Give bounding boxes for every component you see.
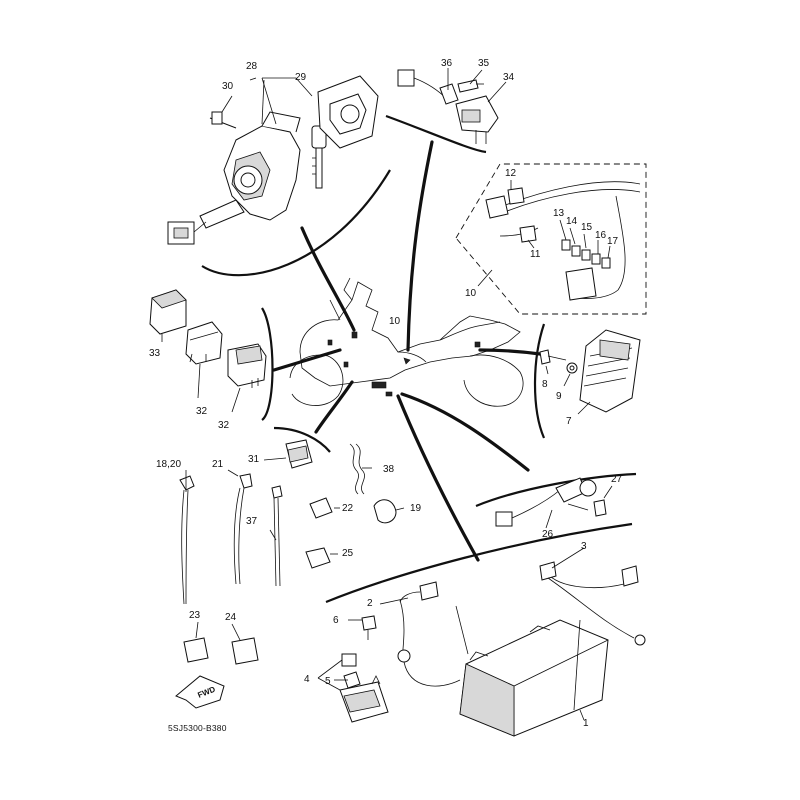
- callout-17: 17: [607, 236, 619, 247]
- fwd-arrow-icon: FWD: [175, 675, 225, 709]
- group-frames: [201, 114, 647, 604]
- callout-5: 5: [325, 676, 331, 687]
- callout-15: 15: [581, 222, 593, 233]
- callout-23: 23: [189, 610, 201, 621]
- callout-28: 28: [246, 61, 258, 72]
- callout-18-20: 18,20: [156, 459, 181, 470]
- callout-10-bike: 10: [389, 316, 401, 327]
- callout-11: 11: [530, 249, 541, 260]
- callout-34: 34: [503, 72, 515, 83]
- callout-32-lower: 32: [218, 420, 230, 431]
- callout-4: 4: [304, 674, 310, 685]
- relay-group-left: [149, 289, 267, 413]
- callout-8: 8: [542, 379, 548, 390]
- callout-14: 14: [566, 216, 578, 227]
- callout-25: 25: [342, 548, 354, 559]
- callout-16: 16: [595, 230, 607, 241]
- callout-38: 38: [383, 464, 395, 475]
- callout-13: 13: [553, 208, 565, 219]
- callout-24: 24: [225, 612, 237, 623]
- sensor-assembly-right: [495, 477, 613, 529]
- callout-2: 2: [367, 598, 373, 609]
- ties-and-clips: [179, 439, 405, 665]
- callout-30: 30: [222, 81, 234, 92]
- callout-labels: 28 29 30 36 35 34 12 13 14 15 16 17 11 1…: [149, 58, 623, 733]
- callout-3: 3: [581, 541, 587, 552]
- callout-7: 7: [566, 416, 572, 427]
- motorcycle-part-markers: [327, 331, 481, 397]
- rectifier-regulator: [539, 329, 641, 415]
- battery-assembly: [317, 547, 646, 737]
- callout-26: 26: [542, 529, 554, 540]
- callout-36: 36: [441, 58, 453, 69]
- callout-31: 31: [248, 454, 260, 465]
- bolt-icon: [539, 349, 567, 365]
- key-icon: [311, 125, 327, 189]
- callout-29: 29: [295, 72, 307, 83]
- sensor-assembly-top: [397, 68, 507, 144]
- leader-lines: [272, 140, 542, 562]
- callout-9: 9: [556, 391, 562, 402]
- main-switch-assembly: [167, 75, 379, 245]
- wire-harness-assembly: [477, 180, 641, 301]
- callout-22: 22: [342, 503, 354, 514]
- callout-19: 19: [410, 503, 422, 514]
- callout-6: 6: [333, 615, 339, 626]
- callout-37: 37: [246, 516, 258, 527]
- callout-27: 27: [611, 474, 623, 485]
- fuse-row: [561, 239, 611, 269]
- drawing-code: 5SJ5300-B380: [168, 723, 227, 733]
- callout-32-upper: 32: [196, 406, 208, 417]
- callout-35: 35: [478, 58, 490, 69]
- motorcycle-outline: [289, 277, 524, 407]
- callout-21: 21: [212, 459, 224, 470]
- bolt-icon: [361, 615, 377, 640]
- callout-10-harness: 10: [465, 288, 477, 299]
- callout-33: 33: [149, 348, 161, 359]
- callout-1: 1: [583, 718, 589, 729]
- callout-12: 12: [505, 168, 517, 179]
